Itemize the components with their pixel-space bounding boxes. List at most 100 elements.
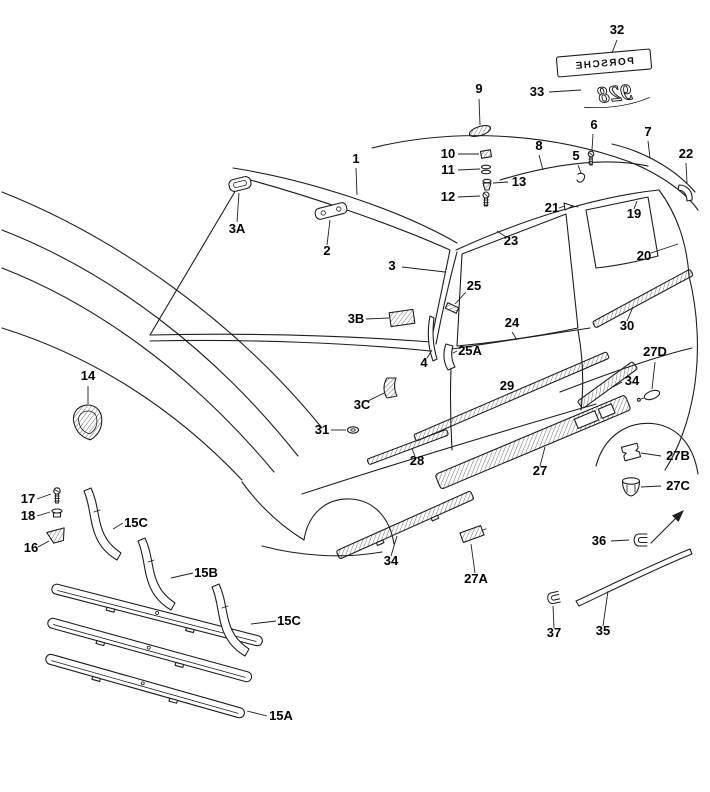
clip-25 <box>444 302 460 314</box>
part-label-3B: 3B <box>348 311 365 326</box>
pillar-lower-molding-4 <box>427 315 438 362</box>
trim-strip-28 <box>366 429 449 465</box>
ring-27D <box>636 389 661 402</box>
part-label-29: 29 <box>500 378 514 393</box>
part-label-15C: 15C <box>277 613 301 628</box>
leader-line-4 <box>426 349 433 359</box>
leader-line-12 <box>457 195 481 198</box>
leader-line-35 <box>602 590 609 627</box>
part-label-20: 20 <box>637 248 651 263</box>
screw-12 <box>482 191 490 207</box>
part-label-27A: 27A <box>464 571 488 586</box>
blade-strip-15B <box>137 537 176 611</box>
hood-line-1 <box>1 191 323 429</box>
leader-line-34 <box>390 535 398 557</box>
car-body-outline <box>1 135 699 557</box>
part-label-34: 34 <box>625 373 640 388</box>
leader-line-16 <box>37 540 50 548</box>
leader-line-19 <box>633 200 638 210</box>
part-label-7: 7 <box>644 124 651 139</box>
hood-line-4 <box>1 327 243 481</box>
front-strip-15A-2 <box>47 617 253 683</box>
pad-3B <box>388 308 416 328</box>
channel-25A <box>443 343 456 371</box>
part-label-27C: 27C <box>666 478 690 493</box>
porsche-badge: PORSCHE <box>555 48 653 78</box>
nut-18 <box>51 508 63 518</box>
front-bumper-line <box>261 545 383 557</box>
part-label-15C: 15C <box>124 515 148 530</box>
part-label-3A: 3A <box>229 221 246 236</box>
end-cap-22 <box>677 184 693 202</box>
clip-9 <box>468 124 492 138</box>
part-label-18: 18 <box>21 508 35 523</box>
leader-line-37 <box>552 605 555 629</box>
leader-line-6 <box>591 133 594 151</box>
front-strip-15A-3 <box>45 653 245 719</box>
leader-line-5 <box>577 164 582 174</box>
part-label-35: 35 <box>596 623 610 638</box>
leader-line-3 <box>401 266 446 273</box>
part-label-33: 33 <box>530 84 544 99</box>
leader-line-30 <box>626 306 634 322</box>
clip-10 <box>479 149 493 159</box>
leader-line-7 <box>647 140 651 159</box>
rear-pillar <box>658 189 690 277</box>
clip-21 <box>563 202 579 211</box>
trim-strip-29 <box>413 351 610 442</box>
roof-and-glass-moldings <box>232 143 696 362</box>
grommet-27C <box>621 477 641 497</box>
leader-line-23 <box>496 230 507 238</box>
part-label-13: 13 <box>512 174 526 189</box>
wheel-arch-strip-35 <box>575 548 693 607</box>
windshield-side-molding-3 <box>435 251 458 345</box>
leader-line-1 <box>355 167 358 196</box>
leader-line-32 <box>611 39 618 54</box>
rear-roof-molding-7 <box>611 143 696 193</box>
part-label-1: 1 <box>352 151 359 166</box>
drip-rail-near <box>455 189 660 251</box>
rear-edge <box>664 275 698 471</box>
leader-line-25 <box>454 291 467 305</box>
leader-line-11 <box>457 168 481 171</box>
screw-17 <box>53 487 61 504</box>
direction-arrow-icon <box>650 510 684 544</box>
rocker-line <box>301 403 597 495</box>
leader-line-36 <box>610 539 630 542</box>
leader-line-2 <box>326 219 331 246</box>
part-label-25A: 25A <box>458 343 482 358</box>
leader-line-33 <box>548 89 582 93</box>
clip-16 <box>46 527 65 544</box>
part-label-23: 23 <box>504 233 518 248</box>
part-label-32: 32 <box>610 22 624 37</box>
leader-line-13 <box>492 181 509 184</box>
bracket-27A <box>459 524 487 544</box>
leader-line-15C <box>112 522 124 530</box>
leader-line-9 <box>478 98 481 126</box>
leader-line-25A <box>452 350 458 354</box>
roofline-far <box>371 135 699 211</box>
model-badge-text: 928 <box>596 79 633 108</box>
part-label-22: 22 <box>679 146 693 161</box>
hood-line-2 <box>1 229 299 457</box>
quarter-window-outline <box>585 196 659 269</box>
leader-line-15C <box>250 620 277 625</box>
hood-line-3 <box>1 267 275 473</box>
blade-strip-15C-lower <box>211 583 250 657</box>
part-label-3C: 3C <box>354 397 371 412</box>
model-badge: 928 <box>583 79 650 108</box>
part-label-36: 36 <box>592 533 606 548</box>
clip-37 <box>547 590 561 604</box>
part-label-28: 28 <box>410 453 424 468</box>
leader-line-3A <box>236 192 240 223</box>
part-label-21: 21 <box>545 200 559 215</box>
part-label-37: 37 <box>547 625 561 640</box>
leader-line-27B <box>640 452 662 457</box>
part-label-3: 3 <box>388 258 395 273</box>
part-label-15B: 15B <box>194 565 218 580</box>
part-label-11: 11 <box>441 162 455 177</box>
trim-strip-30 <box>592 269 694 328</box>
part-label-34: 34 <box>384 553 399 568</box>
